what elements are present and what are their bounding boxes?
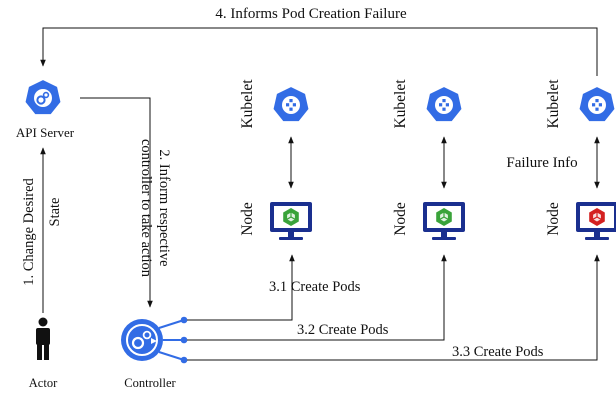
change-state-line1: 1. Change Desired [21,177,37,285]
edge-label-create-pods-3: 3.3 Create Pods [452,344,544,360]
inform-line1: 2. Inform respective [156,149,172,266]
controller-label: Controller [124,376,176,390]
node-monitor-icon-2 [423,202,465,240]
kubelet-icon-2 [424,85,464,124]
failure-info-label: Failure Info [506,155,577,171]
node-monitor-icon-1 [270,202,312,240]
node-label-2: Node [392,202,409,236]
inform-line2: controller to take action [138,139,154,278]
kubelet-label-2: Kubelet [392,79,409,129]
api-server-icon [23,78,63,117]
kubelet-icon-3 [577,85,616,124]
edge-label-create-pods-2: 3.2 Create Pods [297,322,389,338]
edge-label-create-pods-1: 3.1 Create Pods [269,279,361,295]
actor-label: Actor [29,376,58,390]
edge-label-informs-failure: 4. Informs Pod Creation Failure [215,6,407,22]
change-state-line2: State [47,198,63,227]
kubelet-icon-1 [271,85,311,124]
node-label-3: Node [545,202,562,236]
edge-inform-controller [80,97,153,308]
node-monitor-icon-3 [576,202,616,240]
edge-create-pods-3 [187,254,600,361]
edge-label-change-state: 1. Change Desired State [21,177,63,285]
person-icon [36,317,50,360]
kubelet-label-3: Kubelet [545,79,562,129]
edge-informs-failure [40,27,598,76]
edge-create-pods-2 [187,254,447,341]
kubelet-label-1: Kubelet [239,79,256,129]
edge-label-inform-controller: 2. Inform respective controller to take … [138,139,172,278]
api-server-label: API Server [16,125,75,140]
edge-create-pods-1 [187,254,295,321]
node-label-1: Node [239,202,256,236]
controller-gear-icon [121,316,188,364]
